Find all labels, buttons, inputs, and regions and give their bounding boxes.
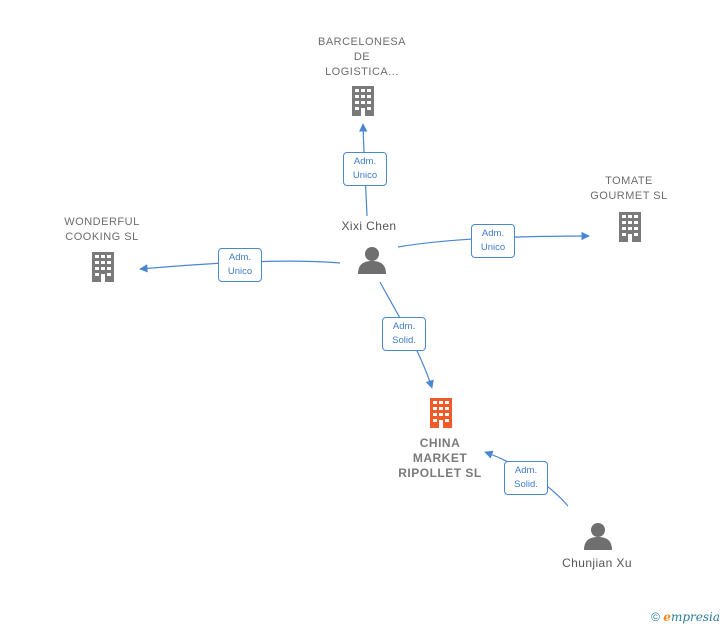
node-barcelonesa-label[interactable]: BARCELONESA DE LOGISTICA... [300, 35, 424, 80]
badge-line: Adm. [228, 252, 252, 263]
node-chunjian-label[interactable]: Chunjian Xu [562, 556, 632, 570]
building-icon[interactable] [430, 398, 452, 428]
badge-line: Unico [480, 242, 506, 253]
label-line: LOGISTICA... [325, 66, 399, 78]
badge-line: Unico [352, 170, 378, 181]
label-line: CHINA [419, 436, 461, 450]
label-line: GOURMET SL [590, 190, 668, 202]
label-line: TOMATE [605, 175, 653, 187]
badge-line: Adm. [481, 228, 505, 239]
badge-line: Adm. [353, 156, 377, 167]
edge-badge-xixi-china[interactable]: Adm. Solid. [382, 317, 426, 351]
edge-badge-xixi-tomate[interactable]: Adm. Unico [471, 224, 515, 258]
label-line: COOKING SL [65, 231, 139, 243]
edge-badge-xixi-barcelonesa[interactable]: Adm. Unico [343, 152, 387, 186]
badge-line: Solid. [514, 479, 538, 490]
edge-badge-xixi-wonderful[interactable]: Adm. Unico [218, 248, 262, 282]
label-line: MARKET [412, 451, 468, 465]
badge-line: Adm. [514, 465, 538, 476]
node-tomate-label[interactable]: TOMATE GOURMET SL [570, 174, 688, 204]
label-line: WONDERFUL [64, 216, 140, 228]
brand-e: e [663, 610, 671, 624]
badge-line: Solid. [392, 335, 416, 346]
badge-line: Adm. [392, 321, 416, 332]
copyright-symbol: © [651, 610, 660, 624]
node-xixi-label[interactable]: Xixi Chen [341, 219, 397, 233]
node-china-label[interactable]: CHINA MARKET RIPOLLET SL [380, 436, 500, 481]
node-wonderful-label[interactable]: WONDERFUL COOKING SL [44, 215, 160, 245]
building-icon[interactable] [92, 252, 114, 282]
label-line: RIPOLLET SL [398, 466, 482, 480]
person-icon[interactable] [358, 247, 386, 274]
label-line: DE [353, 51, 371, 63]
person-icon[interactable] [584, 523, 612, 550]
edge-badge-chunjian-china[interactable]: Adm. Solid. [504, 461, 548, 495]
brand-logo: empresia [663, 610, 720, 624]
label-line: BARCELONESA [317, 36, 407, 48]
copyright-notice: © empresia [651, 610, 720, 624]
brand-rest: mpresia [670, 610, 720, 624]
building-icon[interactable] [352, 86, 374, 116]
badge-line: Unico [227, 266, 253, 277]
building-icon[interactable] [619, 212, 641, 242]
